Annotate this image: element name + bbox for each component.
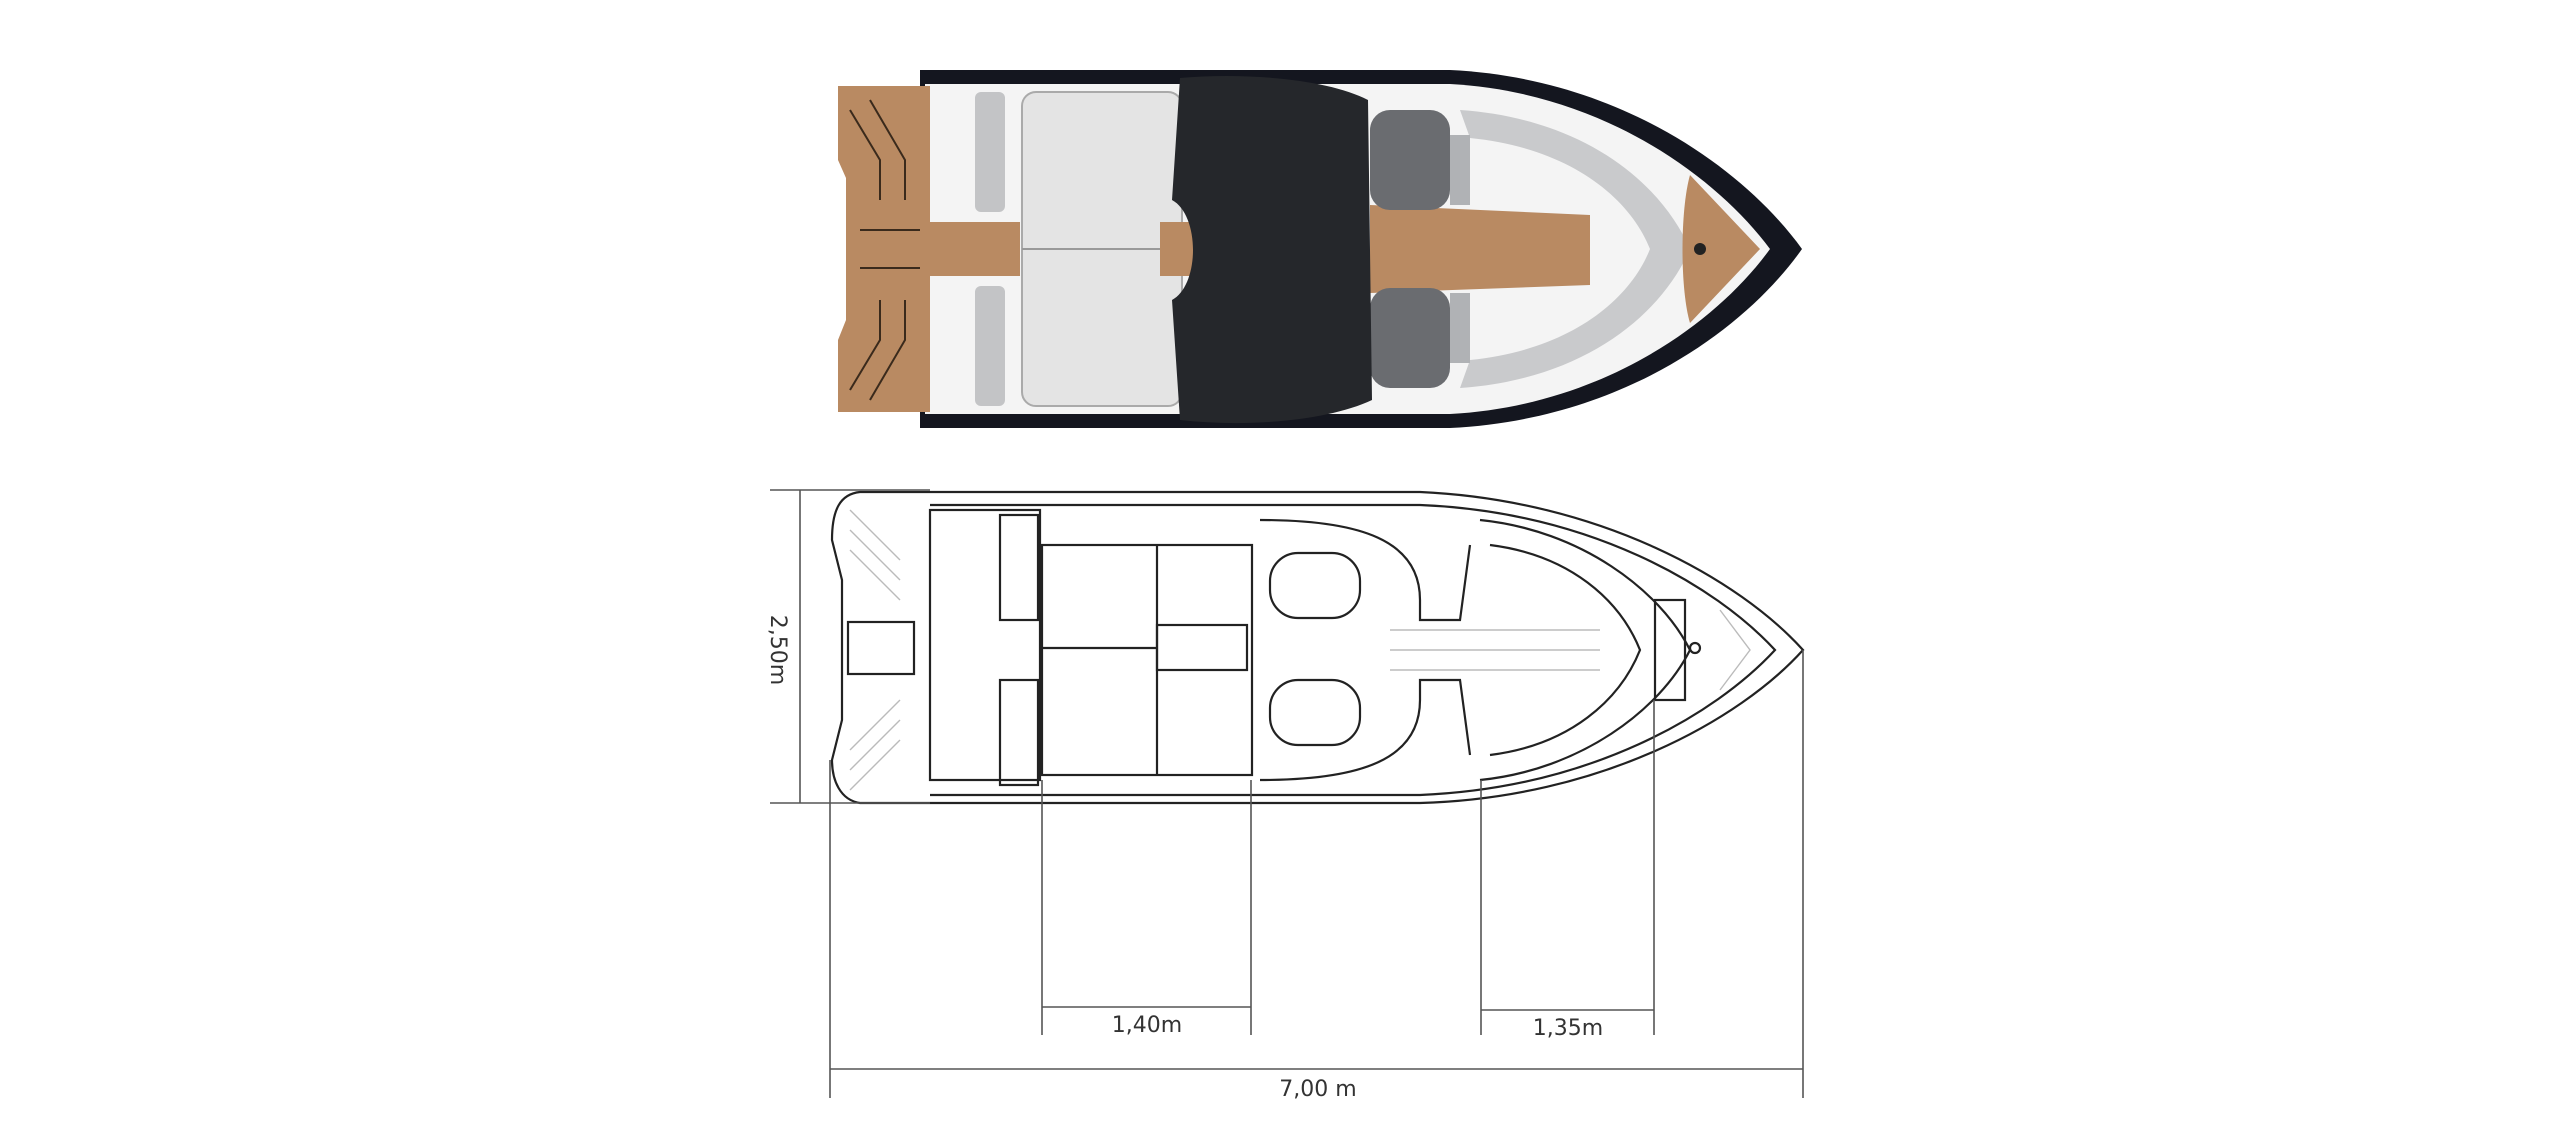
cockpit-length-label: 1,40m: [1112, 1013, 1182, 1038]
helm-console-top: [1370, 110, 1450, 210]
bimini-canopy: [1172, 76, 1372, 424]
overall-length-label: 7,00 m: [1279, 1077, 1356, 1102]
bow-teak: [1682, 175, 1760, 323]
boat-top-render: [838, 70, 1802, 428]
swim-platform-teak: [838, 86, 930, 412]
aft-seat-backrest-bottom: [975, 286, 1005, 406]
boat-line-drawing: [830, 490, 1805, 805]
beam-label: 2,50m: [765, 615, 790, 685]
cockpit-teak: [1370, 205, 1590, 293]
windshield-top: [1450, 135, 1470, 205]
helm-console-bottom: [1370, 288, 1450, 388]
dimension-lines: [770, 489, 1804, 1098]
gunwale-inner: [1460, 110, 1690, 388]
transom-walkway-teak: [930, 222, 1020, 276]
aft-seat-backrest-top: [975, 92, 1005, 212]
bow-hatch: [1694, 243, 1706, 255]
windshield-bottom: [1450, 293, 1470, 363]
bow-length-label: 1,35m: [1533, 1016, 1603, 1041]
teak-hatching: [849, 509, 1751, 791]
